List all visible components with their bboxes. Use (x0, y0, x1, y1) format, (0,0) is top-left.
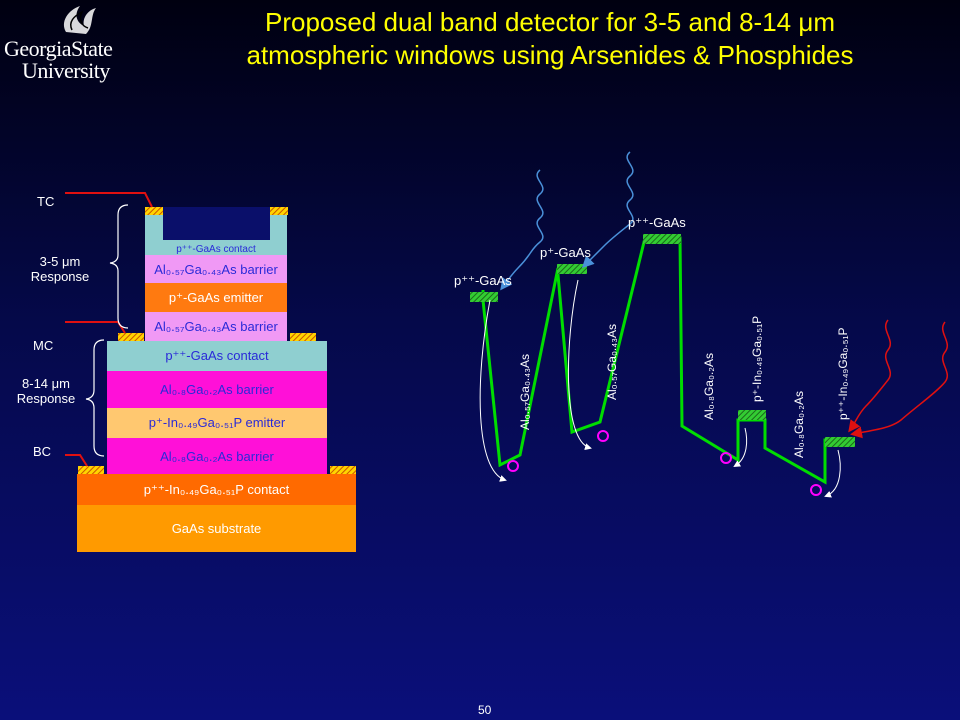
response-8-14: 8-14 μm Response (6, 376, 86, 406)
band-label-e1: p⁺-GaAs (540, 245, 591, 260)
response-3-5: 3-5 μm Response (20, 254, 100, 284)
photon-red-1 (848, 319, 891, 433)
response-8-14-line1: 8-14 μm (22, 376, 70, 391)
layer-barrier-bottom: Al₀.₈Ga₀.₂As barrier (107, 438, 327, 474)
layer-mid-contact: p⁺⁺-GaAs contact (107, 341, 327, 371)
flame-icon (63, 6, 96, 34)
tc-pad-right (270, 207, 288, 215)
bc-pad-right (330, 466, 356, 474)
title-line-2: atmospheric windows using Arsenides & Ph… (246, 40, 854, 70)
transport-arrow-4 (824, 449, 841, 498)
response-3-5-line2: Response (30, 269, 90, 284)
layer-substrate: GaAs substrate (77, 505, 356, 552)
layer-barrier-mid-label: Al₀.₅₇Ga₀.₄₃As barrier (154, 319, 278, 334)
mc-pad-right (290, 333, 316, 341)
bc-label: BC (33, 444, 52, 459)
layer-bottom-contact: p⁺⁺-In₀.₄₉Ga₀.₅₁P contact (77, 474, 356, 505)
band-label-b3: Al₀.₈Ga₀.₂As (702, 353, 716, 420)
band-contact-1 (470, 292, 498, 302)
layer-barrier-low-label: Al₀.₈Ga₀.₂As barrier (160, 382, 274, 397)
band-label-e2: p⁺-In₀.₄₉Ga₀.₅₁P (750, 315, 764, 402)
layer-barrier-low: Al₀.₈Ga₀.₂As barrier (107, 371, 327, 408)
hole-3 (720, 452, 732, 464)
transport-arrow-1 (479, 299, 507, 482)
mc-pad-left (118, 333, 144, 341)
layer-bottom-contact-label: p⁺⁺-In₀.₄₉Ga₀.₅₁P contact (143, 481, 290, 497)
title-line-1: Proposed dual band detector for 3-5 and … (264, 7, 835, 37)
gsu-logo: GeorgiaState University (0, 0, 120, 85)
hole-4 (810, 484, 822, 496)
bc-wire (65, 454, 88, 467)
tc-wire (65, 192, 153, 208)
transport-arrow-3 (733, 427, 748, 468)
band-emitter-1 (557, 264, 587, 274)
band-label-b2: Al₀.₅₇Ga₀.₄₃As (605, 323, 619, 400)
mc-label: MC (33, 338, 54, 353)
photon-red-2 (850, 321, 948, 439)
logo-text-2: University (22, 58, 110, 83)
mc-wire (65, 321, 126, 334)
tc-pad-left (145, 207, 163, 215)
band-label-c1: p⁺⁺-GaAs (454, 273, 512, 288)
layer-barrier-mid: Al₀.₅₇Ga₀.₄₃As barrier (145, 312, 287, 341)
brace-3-5 (109, 204, 129, 329)
layer-emitter-low-label: p⁺-In₀.₄₉Ga₀.₅₁P emitter (148, 415, 286, 430)
band-label-b1: Al₀.₅₇Ga₀.₄₃As (518, 353, 532, 430)
layer-substrate-label: GaAs substrate (171, 521, 262, 536)
band-label-c3: p⁺⁺-In₀.₄₉Ga₀.₅₁P (836, 327, 850, 420)
hole-1 (507, 460, 519, 472)
band-label-b4: Al₀.₈Ga₀.₂As (792, 391, 806, 458)
top-recess (163, 207, 270, 240)
layer-emitter-top-label: p⁺-GaAs emitter (168, 289, 264, 305)
response-3-5-line1: 3-5 μm (39, 254, 81, 269)
layer-top-contact-label: p⁺⁺-GaAs contact (176, 244, 256, 255)
band-label-c2: p⁺⁺-GaAs (628, 215, 686, 230)
response-8-14-line2: Response (16, 391, 76, 406)
photon-blue-2 (581, 151, 634, 269)
layer-emitter-top: p⁺-GaAs emitter (145, 283, 287, 312)
layer-emitter-low: p⁺-In₀.₄₉Ga₀.₅₁P emitter (107, 408, 327, 438)
hole-2 (597, 430, 609, 442)
transport-arrow-2 (567, 279, 592, 450)
brace-8-14 (85, 339, 105, 457)
photon-blue-1 (500, 169, 544, 291)
layer-barrier-top-label: Al₀.₅₇Ga₀.₄₃As barrier (154, 261, 278, 277)
page-number: 50 (478, 703, 492, 717)
bc-pad-left (78, 466, 104, 474)
logo-text-1: GeorgiaState (4, 36, 113, 61)
tc-label: TC (37, 194, 55, 209)
slide-title: Proposed dual band detector for 3-5 and … (150, 6, 950, 72)
band-emitter-2 (738, 410, 766, 420)
layer-barrier-bottom-label: Al₀.₈Ga₀.₂As barrier (160, 448, 274, 464)
layer-barrier-top: Al₀.₅₇Ga₀.₄₃As barrier (145, 255, 287, 283)
band-contact-3 (825, 437, 855, 447)
layer-mid-contact-label: p⁺⁺-GaAs contact (165, 348, 269, 363)
band-contact-2 (643, 234, 681, 244)
